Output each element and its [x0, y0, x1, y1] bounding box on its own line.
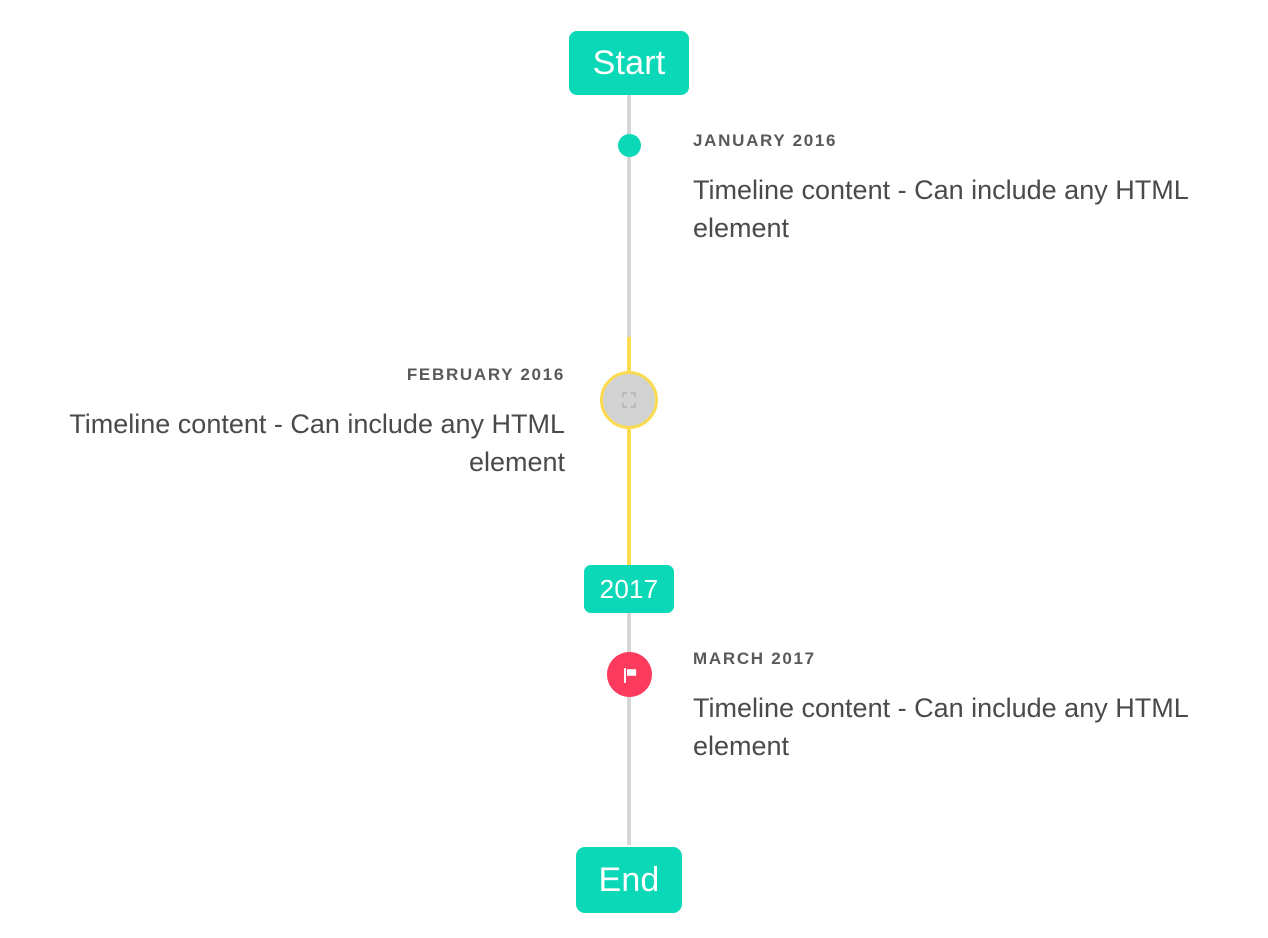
timeline-marker-ring[interactable] [600, 371, 658, 429]
timeline-marker-dot[interactable] [618, 134, 641, 157]
timeline-entry-body: Timeline content - Can include any HTML … [693, 693, 1188, 761]
timeline-entry-date: January 2016 [693, 131, 838, 150]
timeline-entry-body: Timeline content - Can include any HTML … [693, 175, 1188, 243]
timeline-line-segment-gray-bottom [627, 613, 631, 845]
timeline-entry-february-2016: February 2016 Timeline content - Can inc… [40, 365, 565, 481]
timeline-end-badge[interactable]: End [576, 847, 682, 913]
timeline-entry-date: March 2017 [693, 649, 816, 668]
image-placeholder-icon [619, 390, 639, 410]
timeline-entry-january-2016: January 2016 Timeline content - Can incl… [693, 131, 1233, 247]
timeline-line-segment-yellow [627, 337, 631, 565]
timeline-entry-date: February 2016 [406, 365, 565, 384]
timeline-line-segment-gray-top [627, 95, 631, 337]
timeline-entry-body: Timeline content - Can include any HTML … [69, 409, 565, 477]
timeline-year-badge[interactable]: 2017 [584, 565, 674, 613]
timeline-entry-march-2017: March 2017 Timeline content - Can includ… [693, 649, 1233, 765]
timeline-marker-flag[interactable] [607, 652, 652, 697]
flag-icon [619, 664, 641, 686]
timeline-start-badge[interactable]: Start [569, 31, 689, 95]
